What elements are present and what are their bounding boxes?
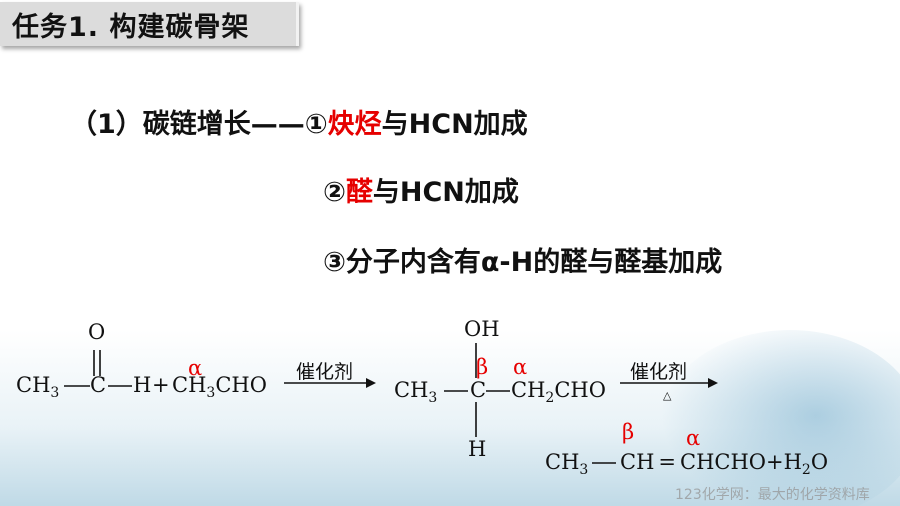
- section-dash: ——: [250, 109, 305, 140]
- plus-sign: +: [152, 373, 170, 397]
- slide-title: 任务1. 构建碳骨架: [12, 12, 250, 43]
- p2-alpha-label: α: [686, 426, 701, 450]
- p2-ch3: CH3: [545, 450, 589, 479]
- watermark-footer: 123化学网：最大的化学资料库: [675, 487, 870, 503]
- section-line-2: ②醛与HCN加成: [323, 170, 519, 209]
- r2-formula: CH3CHO: [172, 373, 267, 402]
- p1-ch2cho: CH2CHO: [511, 378, 606, 407]
- item2-highlight: 醛: [345, 177, 373, 208]
- section-label: （1）碳链增长: [70, 109, 251, 140]
- p1-alpha-label: α: [513, 355, 528, 379]
- section-line-1: （1）碳链增长——①炔烃与HCN加成: [70, 102, 528, 141]
- title-banner: 任务1. 构建碳骨架: [0, 2, 299, 46]
- item2-num: ②: [323, 177, 346, 208]
- section-line-3: ③分子内含有α-H的醛与醛基加成: [323, 247, 723, 278]
- p1-hydroxyl: OH: [464, 317, 500, 341]
- arrow1-head: [366, 378, 376, 388]
- item1-highlight: 炔烃: [327, 109, 382, 140]
- arrow1-catalyst: 催化剂: [296, 361, 354, 383]
- item1-text: 与HCN加成: [381, 109, 528, 140]
- r1-ch3: CH3: [16, 373, 60, 402]
- background-lab-image: [660, 330, 900, 506]
- p1-hydrogen: H: [468, 437, 487, 461]
- p1-beta-label: β: [476, 355, 489, 379]
- r1-hydrogen: H: [133, 373, 152, 397]
- p1-ch3: CH3: [394, 378, 438, 407]
- arrow2-head: [708, 378, 718, 388]
- arrow2-catalyst: 催化剂: [630, 361, 688, 383]
- r1-oxygen: O: [88, 320, 106, 344]
- p2-beta-label: β: [622, 420, 635, 444]
- r2-alpha-label: α: [188, 356, 203, 380]
- p2-formula: CH=CHCHO+H2O: [620, 450, 829, 479]
- p1-carbon: C: [470, 378, 487, 402]
- r1-carbon: C: [90, 373, 107, 397]
- item1-num: ①: [304, 109, 328, 140]
- item2-text: 与HCN加成: [372, 177, 519, 208]
- arrow2-heat-symbol: △: [663, 389, 672, 402]
